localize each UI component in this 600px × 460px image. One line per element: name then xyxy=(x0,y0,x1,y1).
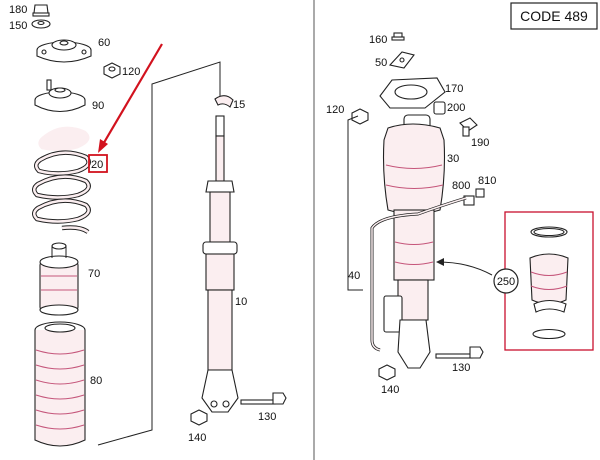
part-810-fitting[interactable] xyxy=(475,188,485,198)
part-150-washer[interactable] xyxy=(31,19,51,29)
label-810: 810 xyxy=(478,175,496,187)
part-40-air-line[interactable] xyxy=(370,196,467,352)
part-140-nut[interactable] xyxy=(190,409,208,426)
part-170-mount-plate[interactable] xyxy=(379,77,446,109)
label-120-right: 120 xyxy=(326,104,344,116)
part-190-fitting[interactable] xyxy=(459,117,478,137)
label-130-left: 130 xyxy=(258,411,276,423)
bracket-line-left xyxy=(97,61,221,446)
label-140-right: 140 xyxy=(381,384,399,396)
part-180-nut[interactable] xyxy=(32,4,50,17)
label-190: 190 xyxy=(471,137,489,149)
label-140-left: 140 xyxy=(188,432,206,444)
part-90-spring-seat[interactable] xyxy=(34,79,86,113)
label-20: 20 xyxy=(91,159,103,171)
part-30-air-strut[interactable] xyxy=(382,114,446,369)
part-130-bolt-right[interactable] xyxy=(435,346,484,359)
highlight-box-20 xyxy=(88,154,108,173)
part-10-shock-absorber[interactable] xyxy=(201,115,239,413)
part-50-bracket[interactable] xyxy=(388,51,415,69)
label-15: 15 xyxy=(233,99,245,111)
label-120-left: 120 xyxy=(122,66,140,78)
label-80: 80 xyxy=(90,375,102,387)
red-arrow-indicator xyxy=(98,43,163,153)
part-800-fitting[interactable] xyxy=(463,195,475,206)
label-70: 70 xyxy=(88,268,100,280)
label-180: 180 xyxy=(9,4,27,16)
label-200: 200 xyxy=(447,102,465,114)
label-40: 40 xyxy=(348,270,360,282)
label-150: 150 xyxy=(9,20,27,32)
label-160: 160 xyxy=(369,34,387,46)
code-badge: CODE 489 xyxy=(510,2,598,30)
label-60: 60 xyxy=(98,37,110,49)
label-90: 90 xyxy=(92,100,104,112)
part-120-nut[interactable] xyxy=(103,62,121,79)
part-15-clip[interactable] xyxy=(214,95,234,108)
part-200-cap[interactable] xyxy=(433,101,446,115)
callout-250[interactable]: 250 xyxy=(493,268,519,294)
kit-pointer-arrow xyxy=(437,261,493,276)
label-30: 30 xyxy=(447,153,459,165)
part-60-top-mount[interactable] xyxy=(36,39,92,63)
part-130-bolt[interactable] xyxy=(240,392,287,405)
label-130-right: 130 xyxy=(452,362,470,374)
label-50: 50 xyxy=(375,57,387,69)
part-120-nut-right[interactable] xyxy=(351,108,369,125)
label-170: 170 xyxy=(445,83,463,95)
callout-250-text: 250 xyxy=(497,276,515,288)
part-70-bump-stop[interactable] xyxy=(39,242,79,316)
code-badge-text: CODE 489 xyxy=(520,8,588,24)
label-10: 10 xyxy=(235,296,247,308)
label-800: 800 xyxy=(452,180,470,192)
part-160-screw[interactable] xyxy=(391,32,405,41)
kit-250-box[interactable] xyxy=(504,211,594,351)
bracket-line-right xyxy=(347,115,363,291)
part-140-nut-right[interactable] xyxy=(378,364,396,381)
part-20-coil-spring[interactable] xyxy=(32,126,91,234)
part-80-dust-boot[interactable] xyxy=(34,321,86,447)
